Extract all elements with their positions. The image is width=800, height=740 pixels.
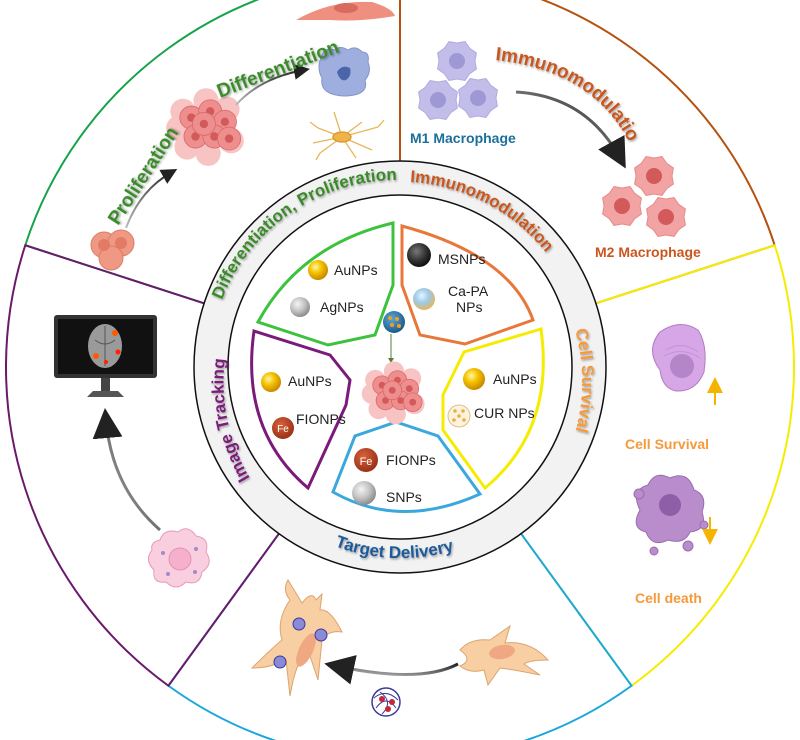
patterned-sphere-icon: [413, 288, 435, 310]
curcumin-np-icon: [447, 404, 471, 428]
stem-cell-pair-icon: [90, 229, 135, 271]
outer-sector-differentiation: [24, 0, 401, 305]
np-label: AuNPs: [334, 262, 378, 278]
macrophage-nucleus: [449, 53, 465, 69]
healthy-cell-icon: [652, 324, 706, 392]
outer-sector-image-tracking: [5, 243, 280, 688]
np-label: Ca-PA: [448, 283, 489, 299]
fe-sphere-icon: [272, 417, 294, 439]
cluster-cell-nucleus: [409, 398, 417, 406]
m2-macrophage-icon: [602, 156, 686, 237]
proliferation-arrow-icon: [125, 169, 178, 229]
m2-macrophage-label: M2 Macrophage: [595, 244, 701, 260]
gold-sphere-icon: [463, 368, 485, 390]
cluster-cell-nucleus: [191, 132, 200, 141]
neuron-icon: [309, 111, 385, 161]
cluster-cell-nucleus: [397, 397, 405, 404]
fe-sphere-icon: [354, 448, 378, 472]
macrophage-nucleus: [430, 92, 446, 108]
gold-sphere-icon: [261, 372, 281, 392]
inner-panels: [250, 221, 545, 513]
np-label: MSNPs: [438, 251, 485, 267]
np-label: FIONPs: [296, 411, 346, 427]
outer-panel-cell-survival: Cell Survival Cell death: [625, 324, 723, 606]
inner-panel-cell-survival: [441, 327, 545, 491]
tracking-arrow-icon: [92, 408, 161, 532]
macrophage-nucleus: [646, 168, 662, 184]
np-label: AuNPs: [493, 371, 537, 387]
macrophage-nucleus: [470, 90, 486, 106]
outer-sector-immunomodulation: [399, 0, 776, 305]
outer-sector-cell-survival: [520, 243, 795, 688]
fibroblast-icon: [459, 624, 550, 687]
m1-macrophage-icon: [418, 41, 498, 120]
cluster-cell-nucleus: [220, 117, 230, 127]
fibroblast-with-nps-icon: [250, 579, 343, 697]
np-list-target-delivery: Fe FIONPs SNPs: [352, 448, 436, 505]
inner-panel-image-tracking: [250, 329, 352, 491]
np-label: AgNPs: [320, 299, 364, 315]
cluster-cell-nucleus: [199, 119, 209, 129]
cell-survival-label: Cell Survival: [625, 436, 709, 452]
brain-mri-monitor-icon: [54, 315, 157, 397]
pink-stem-cell-icon: [148, 528, 210, 588]
silver-sphere-icon: [352, 481, 376, 505]
outer-sector-group: [5, 0, 795, 740]
differentiation-arrow-icon: [235, 63, 310, 106]
outer-sector-target-delivery: [167, 533, 633, 740]
outer-panel-image-tracking: [54, 315, 210, 588]
delivery-arrow-icon: [324, 655, 459, 685]
center-cell-cluster-icon: [361, 361, 425, 425]
cell-death-label: Cell death: [635, 590, 702, 606]
np-label: SNPs: [386, 489, 422, 505]
gold-sphere-icon: [308, 260, 328, 280]
m1-macrophage-label: M1 Macrophage: [410, 130, 516, 146]
np-list-immunomodulation: MSNPs Ca-PA NPs: [407, 243, 489, 315]
np-label: NPs: [456, 299, 482, 315]
cluster-cell-nucleus: [405, 385, 413, 392]
epithelial-cell-icon: [318, 47, 370, 97]
np-label: CUR NPs: [474, 405, 535, 421]
cluster-cell-nucleus: [210, 132, 219, 141]
silver-sphere-icon: [290, 297, 310, 317]
fe-icon-text: Fe: [277, 424, 289, 435]
macrophage-nucleus: [614, 198, 630, 214]
polymer-nanoparticle-icon: [371, 687, 401, 717]
np-list-differentiation: AuNPs AgNPs: [290, 260, 378, 317]
center-stem-cell-group: [361, 311, 425, 425]
flat-cell-nucleus-icon: [334, 3, 358, 13]
inner-panel-immunomodulation: [400, 224, 535, 346]
cell-cluster-icon: [166, 88, 244, 166]
fe-icon-text: Fe: [360, 456, 373, 468]
np-list-cell-survival: AuNPs CUR NPs: [447, 368, 537, 428]
cluster-cell-nucleus: [388, 386, 396, 394]
proliferation-label: Proliferation: [105, 123, 184, 228]
np-label: FIONPs: [386, 452, 436, 468]
macrophage-nucleus: [658, 209, 674, 225]
cluster-cell-nucleus: [224, 134, 234, 143]
mesoporous-sphere-icon: [407, 243, 431, 267]
apoptotic-cell-icon: [633, 474, 709, 556]
np-label: AuNPs: [288, 373, 332, 389]
cluster-cell-nucleus: [382, 397, 389, 404]
immunomodulation-arrow-icon: [515, 90, 626, 169]
inner-panel-target-delivery: [331, 420, 483, 513]
center-nanoparticle-icon: [383, 311, 405, 333]
np-list-image-tracking: AuNPs Fe FIONPs: [261, 372, 346, 439]
outer-panel-target-delivery: [250, 579, 550, 717]
inner-panel-differentiation: [255, 221, 395, 347]
